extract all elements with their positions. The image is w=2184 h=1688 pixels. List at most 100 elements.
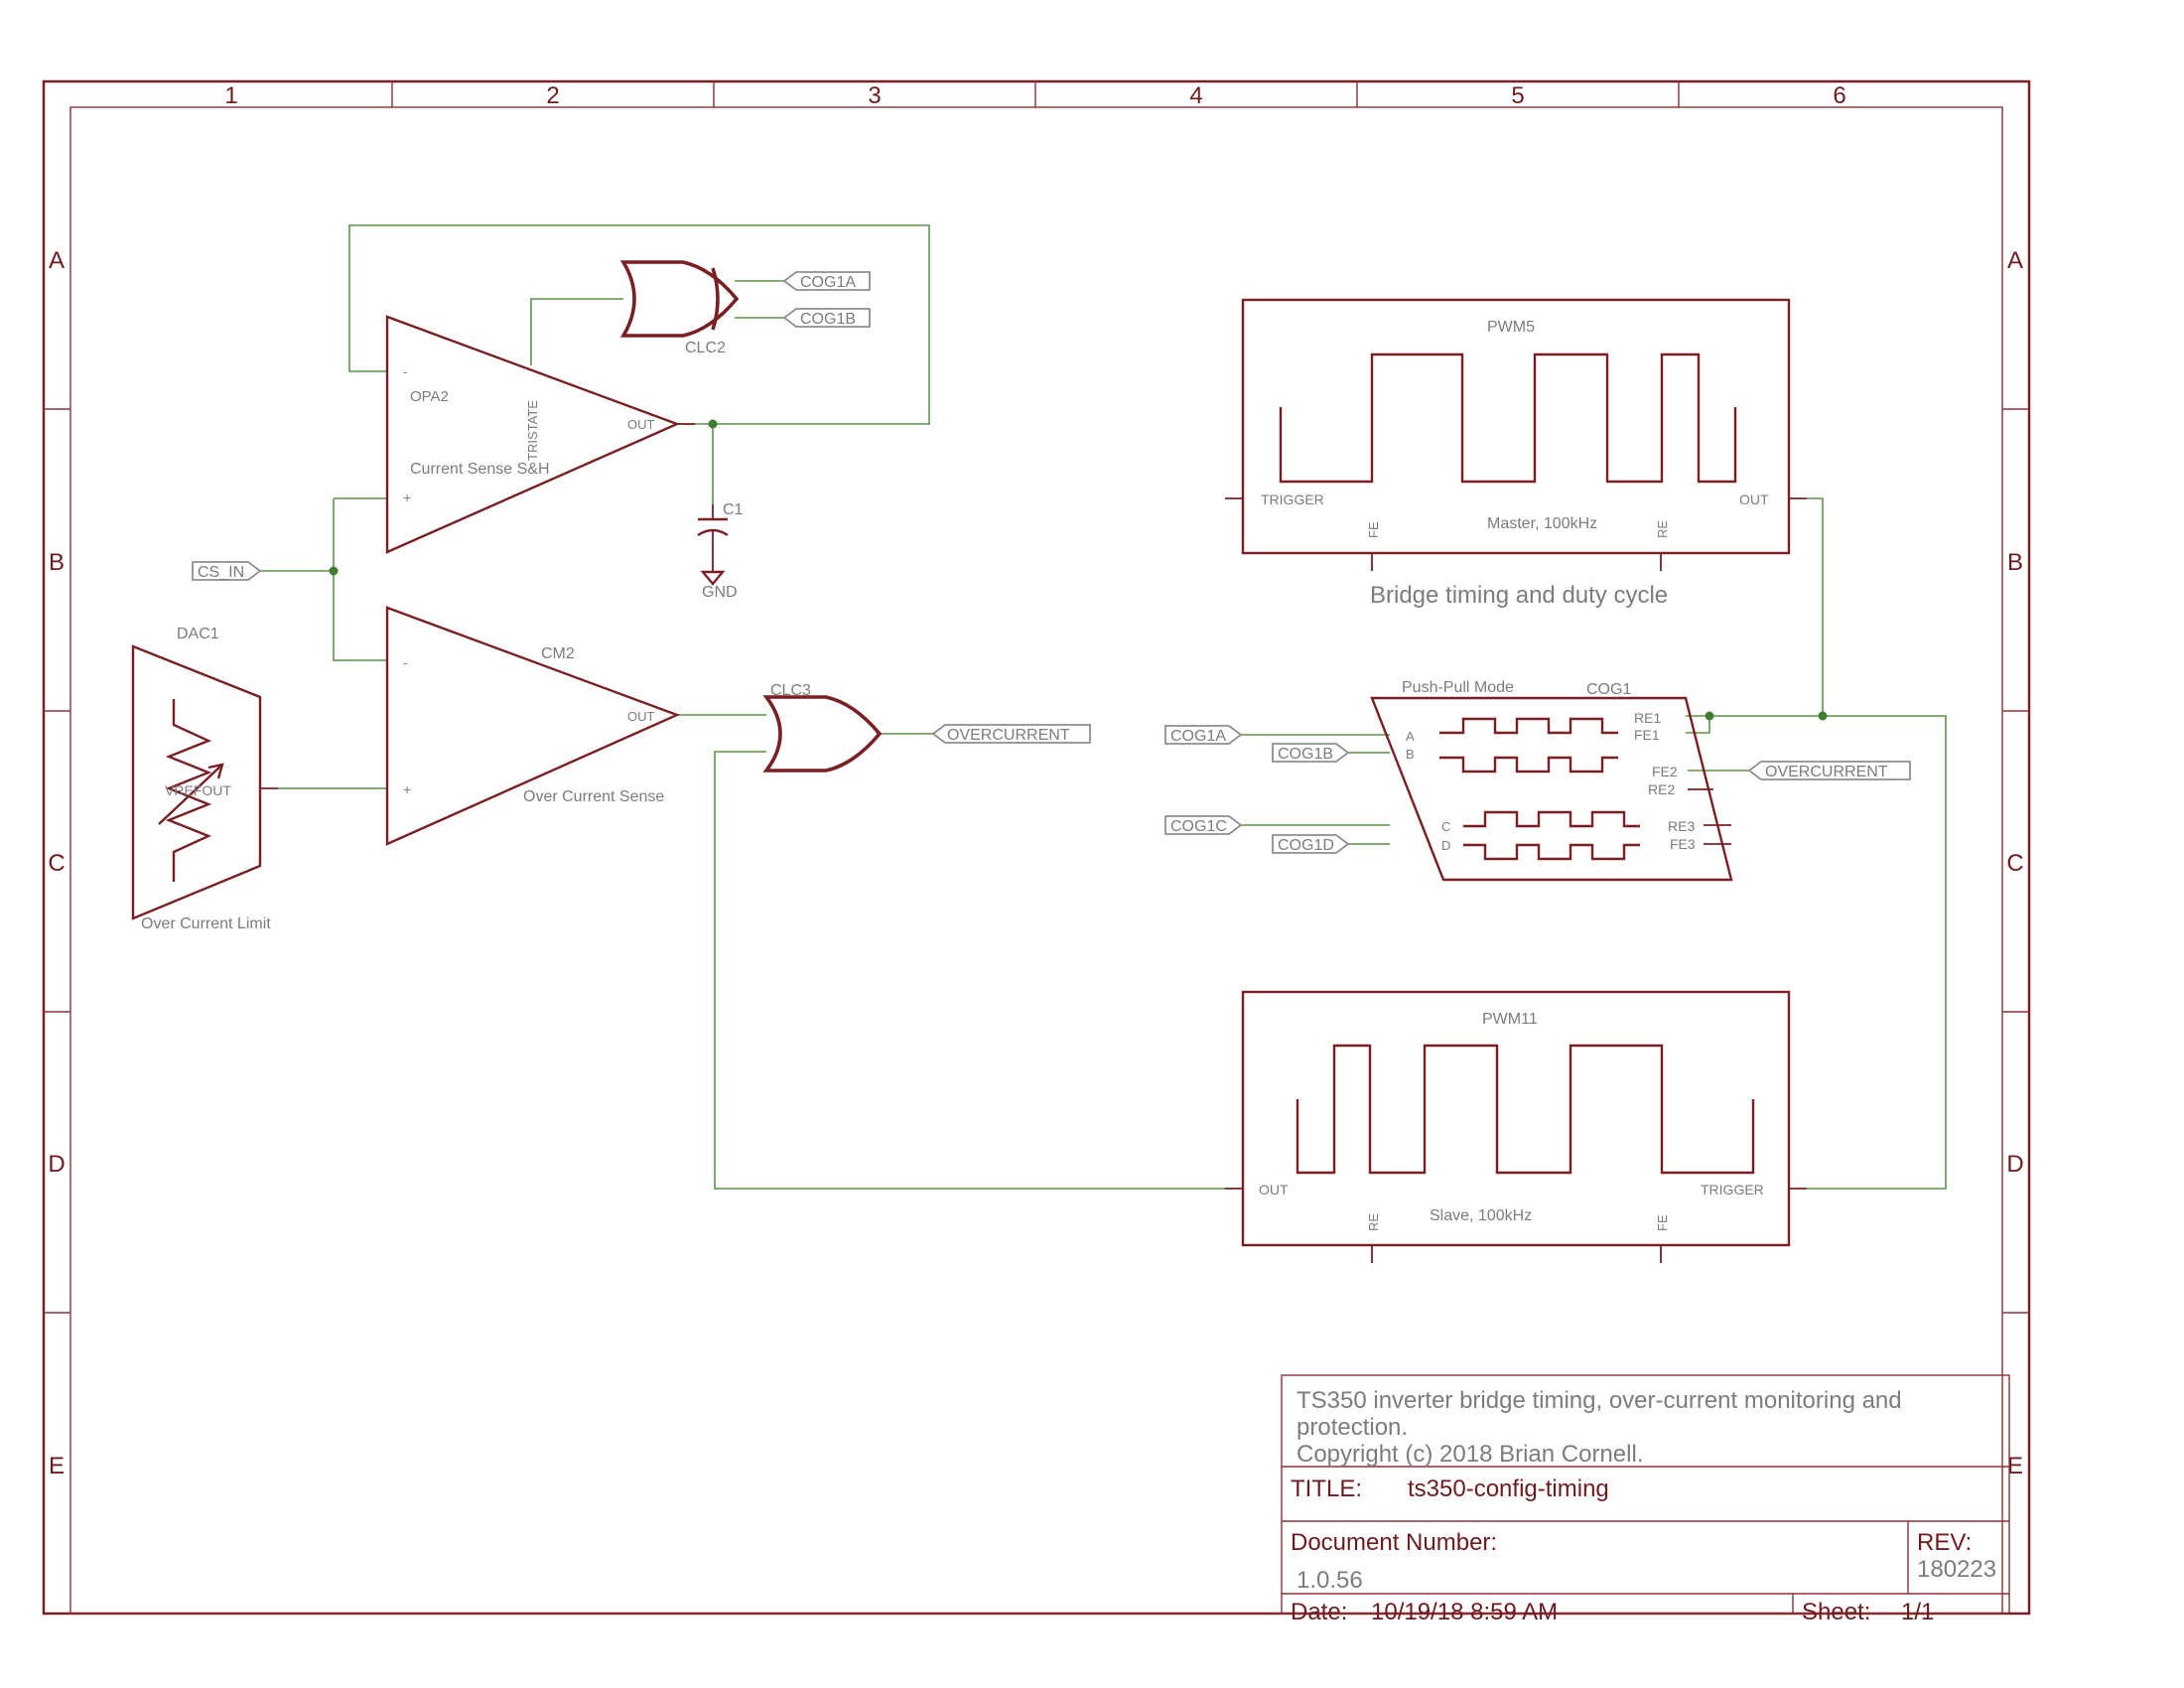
- junction-dot: [708, 419, 718, 429]
- pwm5-re-pin-label: RE: [1655, 520, 1670, 538]
- c1-name: C1: [723, 501, 744, 518]
- net-label-cog1b: COG1B: [782, 308, 871, 328]
- dac1-component: DAC1 VREFOUT Over Current Limit: [131, 626, 278, 932]
- cog1-fe1-pin-label: FE1: [1634, 727, 1660, 743]
- cm2-value: Over Current Sense: [523, 788, 664, 805]
- svg-text:COG1B: COG1B: [800, 311, 856, 328]
- row-markers-right: A B C D E: [2006, 247, 2023, 1479]
- clc3-or-gate: CLC3: [762, 682, 883, 773]
- net-label-cog1a: COG1A: [782, 271, 871, 291]
- cm2-out-pin-label: OUT: [627, 709, 655, 724]
- clc3-name: CLC3: [770, 682, 811, 699]
- net-label-cog1b-input: COG1B: [1272, 743, 1350, 763]
- document-number-value: 1.0.56: [1297, 1567, 1363, 1594]
- opa2-name: OPA2: [410, 388, 449, 405]
- sheet-label: Sheet:: [1802, 1599, 1870, 1625]
- wires: [260, 224, 1947, 1190]
- cm2-name: CM2: [541, 645, 575, 662]
- net-label-cog1d-input: COG1D: [1272, 834, 1350, 854]
- title-block-copyright: Copyright (c) 2018 Brian Cornell.: [1297, 1441, 1644, 1468]
- column-marker-6: 6: [1833, 82, 1845, 109]
- pwm11-re-pin-label: RE: [1366, 1213, 1381, 1231]
- title-block-description-line2: protection.: [1297, 1414, 1408, 1441]
- svg-text:COG1C: COG1C: [1170, 818, 1227, 835]
- pwm11-name: PWM11: [1482, 1011, 1538, 1028]
- junction-dot: [329, 566, 339, 576]
- pwm11-out-pin-label: OUT: [1259, 1182, 1289, 1197]
- net-label-cog1c-input: COG1C: [1164, 815, 1243, 835]
- column-marker-2: 2: [546, 82, 559, 109]
- cog1-fe2-pin-label: FE2: [1652, 764, 1678, 779]
- row-marker-c-left: C: [48, 850, 65, 877]
- svg-text:COG1A: COG1A: [800, 274, 856, 291]
- gnd-label: GND: [702, 584, 738, 601]
- row-marker-c-right: C: [2006, 850, 2023, 877]
- date-label: Date:: [1291, 1599, 1347, 1625]
- cog1-name: COG1: [1586, 681, 1631, 698]
- date-value: 10/19/18 8:59 AM: [1371, 1599, 1558, 1625]
- dac1-value: Over Current Limit: [141, 915, 271, 932]
- drawing-frame: [42, 79, 2031, 1616]
- opa2-value: Current Sense S&H: [410, 461, 550, 478]
- svg-text:COG1A: COG1A: [1170, 728, 1226, 745]
- dac1-name: DAC1: [177, 626, 219, 642]
- cog1-pin-d-label: D: [1441, 838, 1450, 853]
- row-marker-d-left: D: [48, 1151, 65, 1178]
- column-marker-4: 4: [1189, 82, 1202, 109]
- sheet-value: 1/1: [1901, 1599, 1934, 1625]
- clc2-or-gate: CLC2: [619, 260, 740, 356]
- row-marker-b-left: B: [49, 549, 65, 576]
- opa2-opamp: - + OUT OPA2 Current Sense S&H TRISTATE: [385, 315, 695, 554]
- cm2-comparator: - + OUT CM2 Over Current Sense: [385, 606, 681, 846]
- pwm5-trigger-pin-label: TRIGGER: [1261, 492, 1324, 507]
- cog1-pin-b-label: B: [1406, 747, 1415, 762]
- pwm11-trigger-pin-label: TRIGGER: [1701, 1182, 1764, 1197]
- cog1-block: Push-Pull Mode COG1 A B C D RE1 FE1 FE2 …: [1370, 679, 1733, 882]
- row-marker-e-right: E: [2007, 1453, 2023, 1479]
- svg-text:CS_IN: CS_IN: [198, 564, 244, 581]
- gnd-symbol: GND: [700, 570, 738, 601]
- junctions: [329, 419, 1828, 721]
- pwm5-value: Master, 100kHz: [1487, 515, 1597, 532]
- pwm11-block: PWM11 OUT TRIGGER Slave, 100kHz RE FE: [1225, 990, 1807, 1263]
- title-block-description-line1: TS350 inverter bridge timing, over-curre…: [1297, 1387, 1902, 1414]
- svg-text:OVERCURRENT: OVERCURRENT: [947, 727, 1070, 744]
- title-block: TS350 inverter bridge timing, over-curre…: [1281, 1374, 2010, 1625]
- cog1-pin-a-label: A: [1406, 729, 1415, 744]
- cog1-pin-c-label: C: [1441, 819, 1450, 834]
- opa2-plus-pin-label: +: [403, 490, 411, 505]
- cog1-re3-pin-label: RE3: [1668, 818, 1695, 834]
- pwm5-block: PWM5 TRIGGER OUT Master, 100kHz FE RE: [1225, 298, 1807, 571]
- clc2-name: CLC2: [685, 340, 726, 356]
- net-label-overcurrent-cog1: OVERCURRENT: [1747, 761, 1911, 780]
- row-markers-left: A B C D E: [48, 247, 65, 1479]
- svg-text:COG1D: COG1D: [1278, 837, 1334, 854]
- row-marker-d-right: D: [2006, 1151, 2023, 1178]
- opa2-tristate-pin-label: TRISTATE: [525, 400, 540, 461]
- cog1-mode-label: Push-Pull Mode: [1402, 679, 1514, 696]
- column-marker-5: 5: [1511, 82, 1524, 109]
- title-value: ts350-config-timing: [1408, 1476, 1609, 1502]
- pwm5-name: PWM5: [1487, 319, 1535, 336]
- row-marker-e-left: E: [49, 1453, 65, 1479]
- junction-dot: [1705, 711, 1714, 721]
- dac1-vrefout-pin-label: VREFOUT: [165, 782, 231, 798]
- rev-value: 180223: [1917, 1556, 1996, 1583]
- row-marker-b-right: B: [2007, 549, 2023, 576]
- row-marker-a-left: A: [49, 247, 65, 274]
- pwm5-fe-pin-label: FE: [1366, 521, 1381, 538]
- cog1-re1-pin-label: RE1: [1634, 710, 1661, 726]
- svg-text:OVERCURRENT: OVERCURRENT: [1765, 764, 1888, 780]
- net-label-cog1a-input: COG1A: [1164, 725, 1243, 745]
- svg-text:COG1B: COG1B: [1278, 746, 1333, 763]
- opa2-out-pin-label: OUT: [627, 417, 655, 432]
- pwm11-value: Slave, 100kHz: [1430, 1207, 1532, 1224]
- column-markers: 1 2 3 4 5 6: [224, 82, 1845, 109]
- cm2-minus-pin-label: -: [403, 655, 407, 670]
- c1-capacitor: C1: [697, 501, 744, 572]
- pwm5-out-pin-label: OUT: [1739, 492, 1769, 507]
- cog1-fe3-pin-label: FE3: [1670, 836, 1696, 852]
- cog1-re2-pin-label: RE2: [1648, 781, 1675, 797]
- document-number-label: Document Number:: [1291, 1529, 1497, 1556]
